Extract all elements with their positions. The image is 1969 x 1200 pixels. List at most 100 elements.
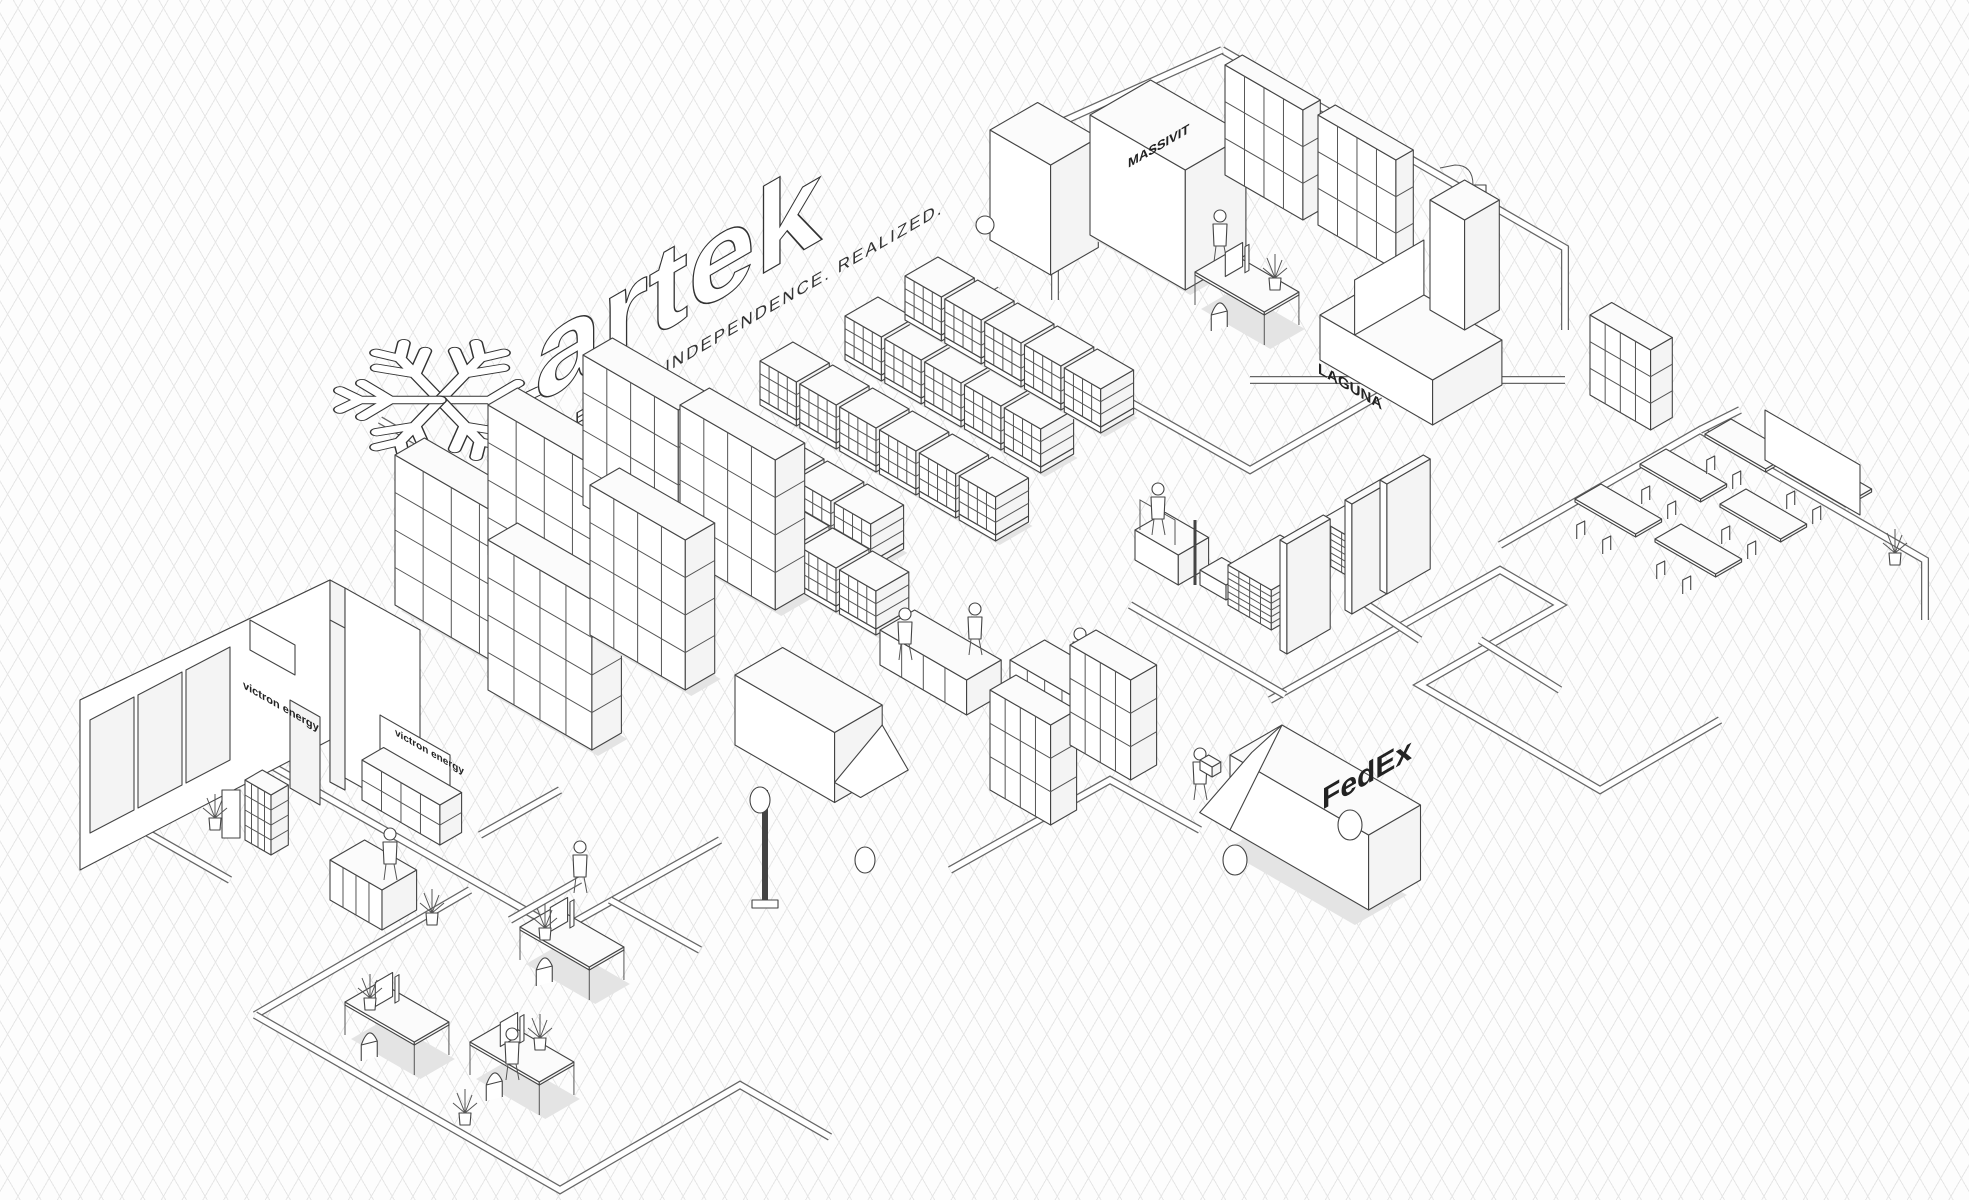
floor-shadow — [476, 1059, 580, 1119]
van-wheel — [749, 786, 771, 814]
floor-zone-line-fill — [948, 776, 1202, 873]
person-legs — [898, 643, 913, 661]
shipping-rack-shelf-line — [989, 722, 1077, 759]
floor-zone-line-fill — [478, 787, 562, 838]
floor-zone-line-fill — [1358, 597, 1422, 643]
curing-oven — [989, 101, 1099, 276]
person-torso — [572, 854, 588, 878]
cnc-enclosure — [1429, 179, 1500, 331]
workshop-desk-top-top-face — [1194, 251, 1300, 313]
shipping-rack-shelf-line — [989, 756, 1077, 793]
whiteboard — [1764, 409, 1861, 516]
monitor-icon — [394, 974, 400, 1004]
classroom-chair — [1656, 560, 1666, 579]
printer-storage-rack — [1224, 54, 1321, 221]
parcel — [1199, 754, 1222, 778]
office-desk — [344, 971, 455, 1079]
rack-upright-front-face — [1344, 499, 1353, 615]
booth-pallet-boxes-shelf-line — [244, 824, 289, 841]
pallet-box-stack-shelf-line — [1004, 420, 1074, 443]
pallet-box-stack-top-face — [918, 433, 990, 475]
display-counter-shelf-line — [361, 779, 462, 826]
pallet-box-stack — [1063, 348, 1135, 428]
pallet-box-stack-top-face — [833, 483, 905, 525]
pallet-box-stack-top-face — [839, 387, 910, 429]
classroom-table-top-face — [1574, 483, 1663, 535]
snowflake-arm-fill — [434, 396, 510, 461]
receptionist — [382, 827, 398, 881]
shipping-shelves — [989, 629, 1158, 826]
shelving-rack-shelf-line — [589, 597, 715, 654]
pallet-box-stack-top-face — [944, 279, 1015, 321]
office-chair — [485, 1072, 503, 1101]
pegboard-panel — [185, 646, 231, 784]
plant-leaves — [357, 974, 383, 999]
classroom-chair — [1667, 500, 1677, 519]
office-worker — [504, 1027, 520, 1081]
worker — [967, 602, 983, 656]
classroom-table — [1654, 523, 1743, 578]
snowflake-arm-fill — [334, 379, 446, 421]
fedex-van-body-top-face — [1229, 724, 1422, 836]
person-head — [573, 840, 587, 854]
classroom-table-top-face — [1639, 448, 1728, 500]
computer-monitor — [549, 896, 569, 933]
floor-zone-line-fill — [253, 1012, 832, 1194]
floor-zone-line-fill — [508, 877, 582, 923]
plant-leaves — [1262, 254, 1288, 279]
pallet-box-stack-shelf-line — [958, 500, 1029, 523]
person-legs — [573, 876, 588, 894]
booth-tv-screen — [249, 619, 296, 676]
office-desk — [469, 1011, 580, 1119]
van-body-top-face — [734, 646, 883, 734]
booth-pallet-boxes-shelf-line — [244, 809, 289, 826]
printer-storage-rack — [1317, 104, 1414, 271]
office-chair — [535, 957, 553, 986]
computer-monitor — [374, 971, 394, 1008]
pallet-box-stack-top-face — [793, 460, 865, 502]
person-head — [505, 1027, 519, 1041]
cnc-enclosure-top-face — [1429, 179, 1500, 221]
pallet-box-stack-shelf-line — [834, 515, 904, 538]
shipping-rack-side-face — [1130, 664, 1158, 781]
pallet-box-stack-top-face — [904, 256, 975, 298]
shipping-rack-shelf-line — [1069, 677, 1157, 714]
plant-pot — [1268, 277, 1282, 291]
computer-monitor — [1224, 241, 1244, 278]
printer-storage-rack-shelf-line — [1317, 151, 1414, 198]
forklift-body — [1134, 511, 1210, 586]
classroom-chair — [1641, 485, 1651, 504]
shipping-rack — [1069, 629, 1158, 781]
person-head — [383, 827, 397, 841]
service-van-on-lift — [734, 646, 909, 909]
rack-upright-front-face — [1379, 479, 1388, 595]
person-torso — [1212, 223, 1228, 247]
facility-objects — [79, 54, 1908, 1126]
pallet-box-stack-shelf-line — [839, 594, 910, 617]
rack-upright-front-face — [1279, 539, 1288, 655]
pallet-box-stack-shelf-line — [958, 488, 1029, 511]
pallet-box-stack-top-face — [1023, 325, 1095, 367]
forklift-driver — [1150, 482, 1166, 536]
potted-plant — [202, 794, 228, 831]
van-wheel — [854, 846, 876, 874]
tool-shelf — [1589, 301, 1673, 431]
victron-display-stand — [361, 714, 463, 846]
pallet-box-stack-top-face — [1063, 348, 1135, 390]
pegboard-panel — [89, 696, 135, 834]
person-legs — [505, 1063, 520, 1081]
pegboard-panel — [289, 699, 321, 806]
reception-desk — [329, 839, 418, 931]
booth-pallet-boxes-shelf-line — [244, 794, 289, 811]
office-desk-top-top-face — [469, 1021, 575, 1083]
printer-storage-rack-shelf-line — [1317, 187, 1414, 234]
person-legs — [1193, 783, 1208, 801]
office-chair — [360, 1032, 378, 1061]
floor-zone-line-fill — [1128, 602, 1287, 698]
victron-energy-booth — [79, 579, 421, 871]
workshop-desk — [1194, 241, 1305, 349]
fedex-van-body — [1229, 724, 1422, 911]
office-chair — [1210, 302, 1228, 331]
plant-leaves — [202, 794, 228, 819]
